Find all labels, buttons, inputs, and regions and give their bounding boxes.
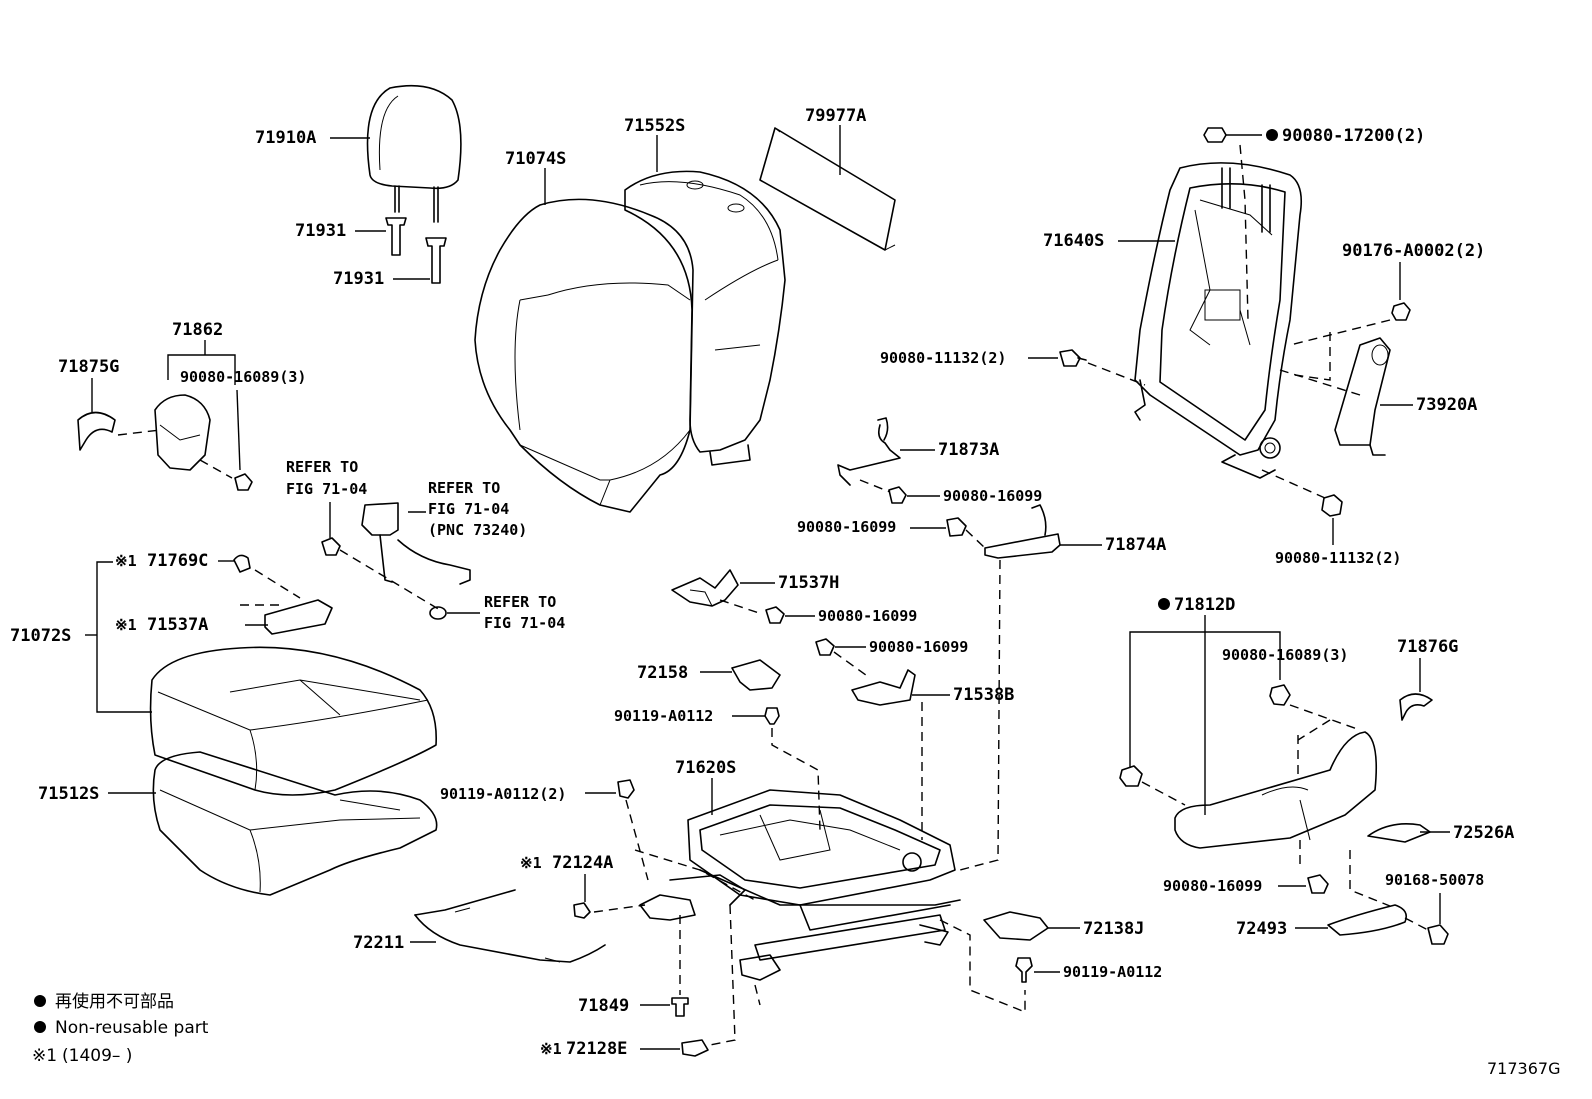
refer3-line2: FIG 71-04 xyxy=(484,614,565,632)
label-71769C: 71769C xyxy=(147,551,208,571)
hinge-cover-left-drawing xyxy=(77,394,253,491)
label-90080-17200: 90080-17200(2) xyxy=(1282,126,1425,146)
refer2-line3: (PNC 73240) xyxy=(428,521,527,539)
wire-72211-drawing xyxy=(414,889,606,963)
refer1-line1: REFER TO xyxy=(286,458,358,476)
non-reusable-bullet-en xyxy=(34,1021,46,1033)
refer3-line1: REFER TO xyxy=(484,593,556,611)
label-71072S: 71072S xyxy=(10,626,71,646)
bracket-71537H-drawing xyxy=(671,569,739,607)
bracket-72158-drawing xyxy=(731,659,781,691)
label-72493: 72493 xyxy=(1236,919,1287,939)
label-73920A: 73920A xyxy=(1416,395,1477,415)
label-71876G: 71876G xyxy=(1397,637,1458,657)
mark-72128E: ※1 xyxy=(540,1040,562,1058)
seatbelt-buckle-drawing xyxy=(361,502,471,585)
mark-71537A: ※1 xyxy=(115,616,137,634)
label-71812D: 71812D xyxy=(1174,595,1235,615)
label-72526A: 72526A xyxy=(1453,823,1514,843)
label-71875G: 71875G xyxy=(58,357,119,377)
label-71931-upper: 71931 xyxy=(295,221,346,241)
figure-code: 717367G xyxy=(1487,1059,1560,1078)
seat-frame-drawing xyxy=(639,789,961,981)
label-71874A: 71874A xyxy=(1105,535,1166,555)
label-71538B: 71538B xyxy=(953,685,1014,705)
cushion-cover-drawing xyxy=(149,646,437,796)
non-reusable-bullet-jp xyxy=(34,995,46,1007)
legend-note-range: (1409– ) xyxy=(62,1046,132,1066)
mark-71769C: ※1 xyxy=(115,552,137,570)
label-71849: 71849 xyxy=(578,996,629,1016)
headrest-drawing xyxy=(366,84,462,284)
label-90119-A0112-a: 90119-A0112 xyxy=(614,707,713,725)
bracket-72138J-drawing xyxy=(983,911,1049,941)
label-71931-lower: 71931 xyxy=(333,269,384,289)
hinge-cover-right-drawing xyxy=(1174,731,1378,849)
bracket-71873A-drawing xyxy=(837,417,901,486)
label-72124A: 72124A xyxy=(552,853,613,873)
label-72211: 72211 xyxy=(353,933,404,953)
label-90080-16099-a: 90080-16099 xyxy=(943,487,1042,505)
label-90080-16089-right: 90080-16089(3) xyxy=(1222,646,1348,664)
label-71074S: 71074S xyxy=(505,149,566,169)
label-90080-16089-left: 90080-16089(3) xyxy=(180,368,306,386)
label-90080-11132-lower: 90080-11132(2) xyxy=(1275,549,1401,567)
lever-72493-drawing xyxy=(1327,904,1408,936)
label-90168-50078: 90168-50078 xyxy=(1385,871,1484,889)
label-90119-A0112-c: 90119-A0112 xyxy=(1063,963,1162,981)
label-71862: 71862 xyxy=(172,320,223,340)
label-72128E: 72128E xyxy=(566,1039,627,1059)
label-90080-11132-upper: 90080-11132(2) xyxy=(880,349,1006,367)
seatback-board-drawing xyxy=(759,127,896,251)
label-90080-16099-d: 90080-16099 xyxy=(869,638,968,656)
label-71537A: 71537A xyxy=(147,615,208,635)
label-90176-A0002: 90176-A0002(2) xyxy=(1342,241,1485,261)
label-90080-16099-e: 90080-16099 xyxy=(1163,877,1262,895)
label-90080-16099-c: 90080-16099 xyxy=(818,607,917,625)
mark-72124A: ※1 xyxy=(520,854,542,872)
label-71620S: 71620S xyxy=(675,758,736,778)
refer1-line2: FIG 71-04 xyxy=(286,480,367,498)
cushion-pad-drawing xyxy=(152,751,438,896)
seatback-pad-drawing xyxy=(624,170,786,466)
legend-non-reusable-en: Non-reusable part xyxy=(55,1018,209,1038)
label-71552S: 71552S xyxy=(624,116,685,136)
label-90119-A0112-b: 90119-A0112(2) xyxy=(440,785,566,803)
seatback-cover-drawing xyxy=(474,198,694,513)
label-71537H: 71537H xyxy=(778,573,839,593)
label-72158: 72158 xyxy=(637,663,688,683)
label-71910A: 71910A xyxy=(255,128,316,148)
label-71873A: 71873A xyxy=(938,440,999,460)
label-72138J: 72138J xyxy=(1083,919,1144,939)
seatback-frame-drawing xyxy=(1134,162,1303,479)
label-79977A: 79977A xyxy=(805,106,866,126)
legend-non-reusable-jp: 再使用不可部品 xyxy=(55,991,174,1012)
label-71640S: 71640S xyxy=(1043,231,1104,251)
label-90080-16099-b: 90080-16099 xyxy=(797,518,896,536)
side-plate-drawing xyxy=(1334,337,1391,456)
label-71512S: 71512S xyxy=(38,784,99,804)
refer2-line2: FIG 71-04 xyxy=(428,500,509,518)
refer2-line1: REFER TO xyxy=(428,479,500,497)
bracket-71538B-drawing xyxy=(851,669,916,706)
legend-note-mark: ※1 xyxy=(32,1046,57,1066)
bracket-71874A-drawing xyxy=(984,504,1061,559)
